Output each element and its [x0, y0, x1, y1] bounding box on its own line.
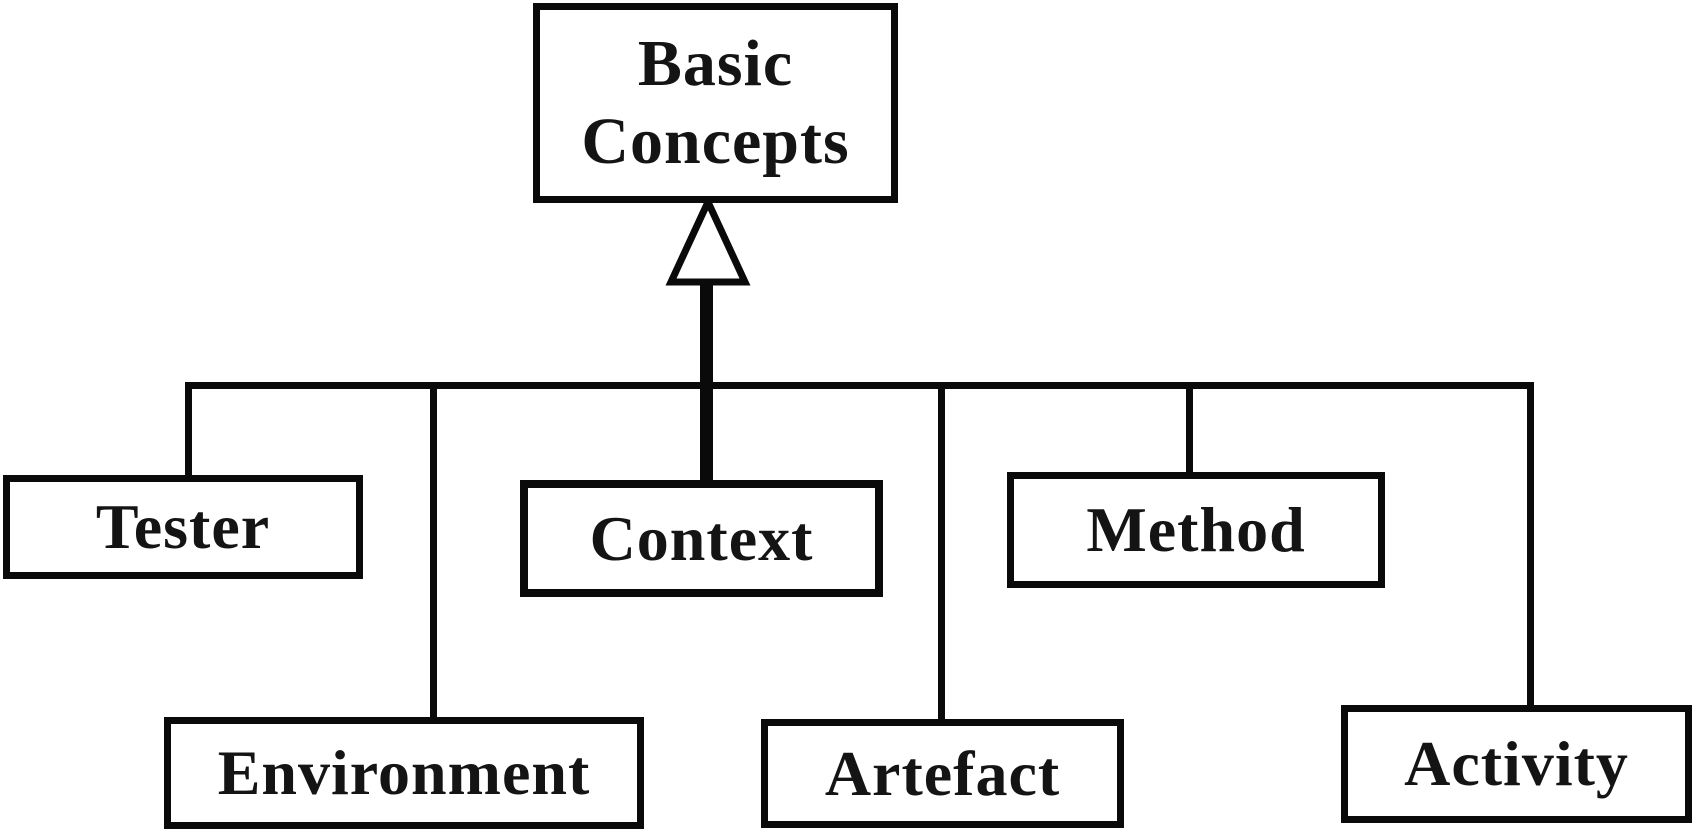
node-method: Method [1007, 472, 1385, 588]
connector-method [1186, 382, 1193, 473]
generalization-line [700, 276, 713, 481]
node-tester: Tester [3, 475, 363, 579]
node-context: Context [520, 480, 883, 597]
bus-line [188, 382, 1534, 389]
generalization-arrowhead-icon [665, 196, 751, 286]
connector-environment [430, 382, 437, 718]
connector-tester [185, 382, 192, 476]
node-basic-concepts: Basic Concepts [533, 3, 898, 203]
node-activity: Activity [1341, 705, 1692, 823]
connector-activity [1527, 382, 1534, 706]
node-artefact: Artefact [761, 719, 1124, 828]
connector-artefact [938, 382, 945, 720]
node-environment: Environment [164, 717, 644, 829]
